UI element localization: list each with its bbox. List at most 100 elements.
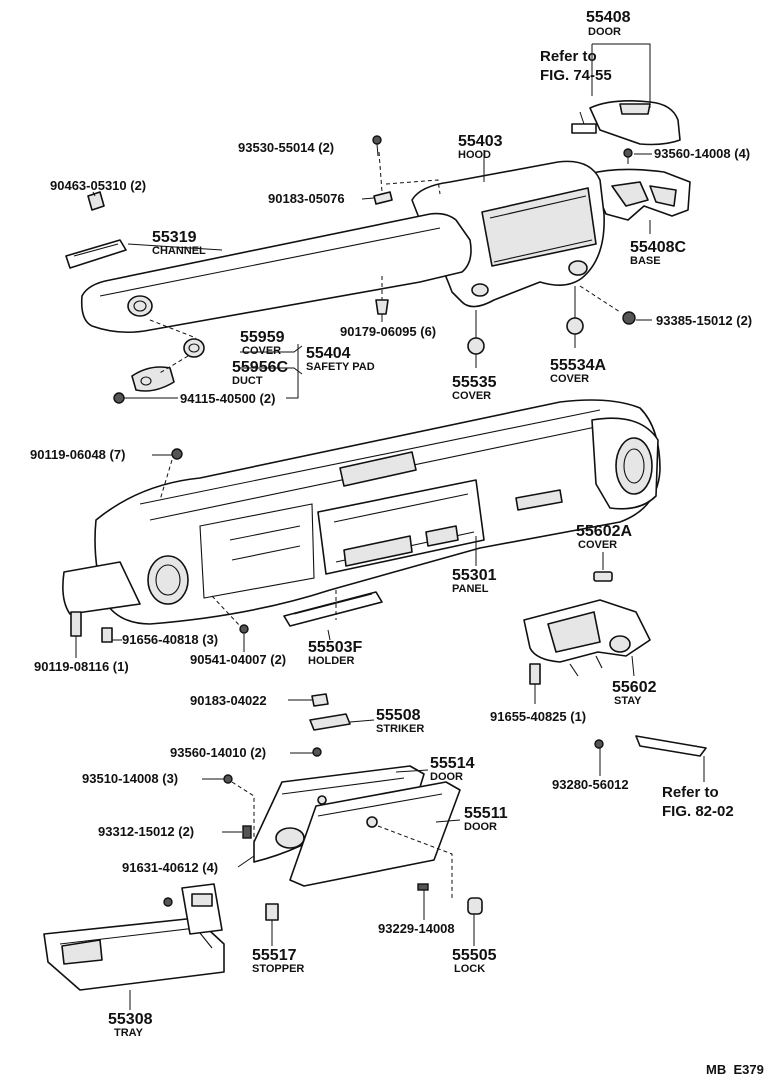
- label-number-tray: 55308: [108, 1011, 153, 1028]
- label-number-bolt-91655: 91655-40825 (1): [490, 709, 586, 724]
- screw-91631-part: [163, 897, 173, 907]
- door-55511-part: [289, 781, 461, 887]
- striker-55508-part: [309, 713, 351, 731]
- screw-93530-part: [372, 135, 382, 157]
- cover-55959-part: [183, 338, 205, 358]
- footer-code: MB E379: [706, 1062, 764, 1077]
- label-name-cover-55535: COVER: [452, 390, 491, 402]
- label-number-screw-93229: 93229-14008: [378, 921, 455, 936]
- label-name-cover-55534a: COVER: [550, 373, 589, 385]
- clip-90183-05076-part: [373, 191, 393, 205]
- label-name-stay: STAY: [614, 695, 642, 707]
- label-number-safety-pad: 55404: [306, 345, 351, 362]
- label-number-cover-55535: 55535: [452, 374, 497, 391]
- label-number-clip-90463: 90463-05310 (2): [50, 178, 146, 193]
- label-number-stopper: 55517: [252, 947, 297, 964]
- label-number-clip-90183-05076: 90183-05076: [268, 191, 345, 206]
- label-number-hood: 55403: [458, 133, 503, 150]
- door-55408-part: [571, 100, 681, 146]
- ref-fig-82-02-line2: FIG. 82-02: [662, 803, 734, 820]
- leader-lines: [75, 43, 705, 1010]
- duct-55956c-part: [131, 366, 175, 392]
- label-number-screw-91631: 91631-40612 (4): [122, 860, 218, 875]
- label-name-duct: DUCT: [232, 375, 263, 387]
- screw-90541-part: [239, 624, 249, 634]
- label-name-door-55408: DOOR: [588, 26, 621, 38]
- bolt-90119-06048-part: [171, 448, 183, 460]
- label-number-door-55408: 55408: [586, 9, 631, 26]
- screw-93560-14010-part: [312, 747, 322, 757]
- label-name-tray: TRAY: [114, 1027, 144, 1039]
- label-number-screw-93560: 93560-14008 (4): [654, 146, 750, 161]
- nut-94115-part: [113, 392, 125, 404]
- stopper-55517-part: [265, 903, 279, 921]
- label-number-bolt-93385: 93385-15012 (2): [656, 313, 752, 328]
- bracket-fig-82-02-part: [635, 735, 707, 757]
- bolt-93312-part: [242, 825, 252, 839]
- bolt-93385-part: [622, 311, 636, 325]
- label-number-cover-55959: 55959: [240, 329, 285, 346]
- panel-55301-part: [62, 399, 661, 625]
- nut-91656-part: [101, 627, 113, 643]
- clip-90183-04022-part: [311, 693, 329, 707]
- label-number-nut-94115: 94115-40500 (2): [180, 391, 275, 406]
- label-number-base: 55408C: [630, 239, 686, 256]
- label-number-screw-93510: 93510-14008 (3): [82, 771, 178, 786]
- ref-fig-74-55-line2: FIG. 74-55: [540, 67, 612, 84]
- label-number-bolt-93312: 93312-15012 (2): [98, 824, 194, 839]
- label-number-nut-91656: 91656-40818 (3): [122, 632, 218, 647]
- label-name-stopper: STOPPER: [252, 963, 304, 975]
- cover-55602a-part: [593, 571, 613, 582]
- ref-fig-82-02-line1: Refer to: [662, 784, 719, 801]
- label-number-duct: 55956C: [232, 359, 288, 376]
- screw-93280-part: [594, 739, 604, 749]
- label-name-striker: STRIKER: [376, 723, 424, 735]
- bolt-91655-part: [529, 663, 541, 685]
- label-name-lock: LOCK: [454, 963, 485, 975]
- label-number-screw-93560-14010: 93560-14010 (2): [170, 745, 266, 760]
- label-name-cover-55959: COVER: [242, 345, 281, 357]
- clip-90463-part: [87, 191, 105, 211]
- label-name-holder: HOLDER: [308, 655, 355, 667]
- label-name-safety-pad: SAFETY PAD: [306, 361, 375, 373]
- label-name-channel: CHANNEL: [152, 245, 206, 257]
- label-number-panel: 55301: [452, 567, 497, 584]
- label-number-stay: 55602: [612, 679, 657, 696]
- ref-fig-74-55-line1: Refer to: [540, 48, 597, 65]
- label-number-lock: 55505: [452, 947, 497, 964]
- clip-90179-part: [375, 299, 389, 315]
- cover-55535-part: [467, 337, 485, 355]
- label-number-holder: 55503F: [308, 639, 362, 656]
- label-number-cover-55534a: 55534A: [550, 357, 606, 374]
- label-name-hood: HOOD: [458, 149, 491, 161]
- label-number-screw-93280: 93280-56012: [552, 777, 629, 792]
- lock-55505-part: [467, 897, 483, 915]
- screw-93510-part: [223, 774, 233, 784]
- label-name-panel: PANEL: [452, 583, 489, 595]
- label-number-striker: 55508: [376, 707, 421, 724]
- cover-55534a-part: [566, 317, 584, 335]
- holder-55503f-part: [283, 591, 383, 627]
- label-number-door-55514: 55514: [430, 755, 475, 772]
- channel-55319-part: [65, 239, 127, 269]
- label-number-door-55511: 55511: [464, 805, 508, 822]
- label-number-clip-90179: 90179-06095 (6): [340, 324, 436, 339]
- label-name-cover-55602a: COVER: [578, 539, 617, 551]
- bolt-90119-08116-part: [70, 611, 82, 637]
- label-number-clip-90183-04022: 90183-04022: [190, 693, 267, 708]
- label-number-cover-55602a: 55602A: [576, 523, 632, 540]
- label-name-door-55511: DOOR: [464, 821, 497, 833]
- label-number-screw-93530: 93530-55014 (2): [238, 140, 334, 155]
- base-55408c-part: [587, 168, 691, 221]
- screw-93560-14008-part: [623, 148, 633, 164]
- labels: 55408 DOOR Refer to FIG. 74-55 93530-550…: [30, 9, 764, 1077]
- screw-93229-part: [417, 883, 429, 891]
- label-number-bolt-90119-08116: 90119-08116 (1): [34, 659, 129, 674]
- label-number-bolt-90119-06048: 90119-06048 (7): [30, 447, 125, 462]
- safety-pad-55404-part: [80, 212, 472, 334]
- label-name-door-55514: DOOR: [430, 771, 463, 783]
- tray-55308-part: [43, 883, 225, 991]
- stay-55602-part: [523, 599, 651, 677]
- label-number-screw-90541: 90541-04007 (2): [190, 652, 286, 667]
